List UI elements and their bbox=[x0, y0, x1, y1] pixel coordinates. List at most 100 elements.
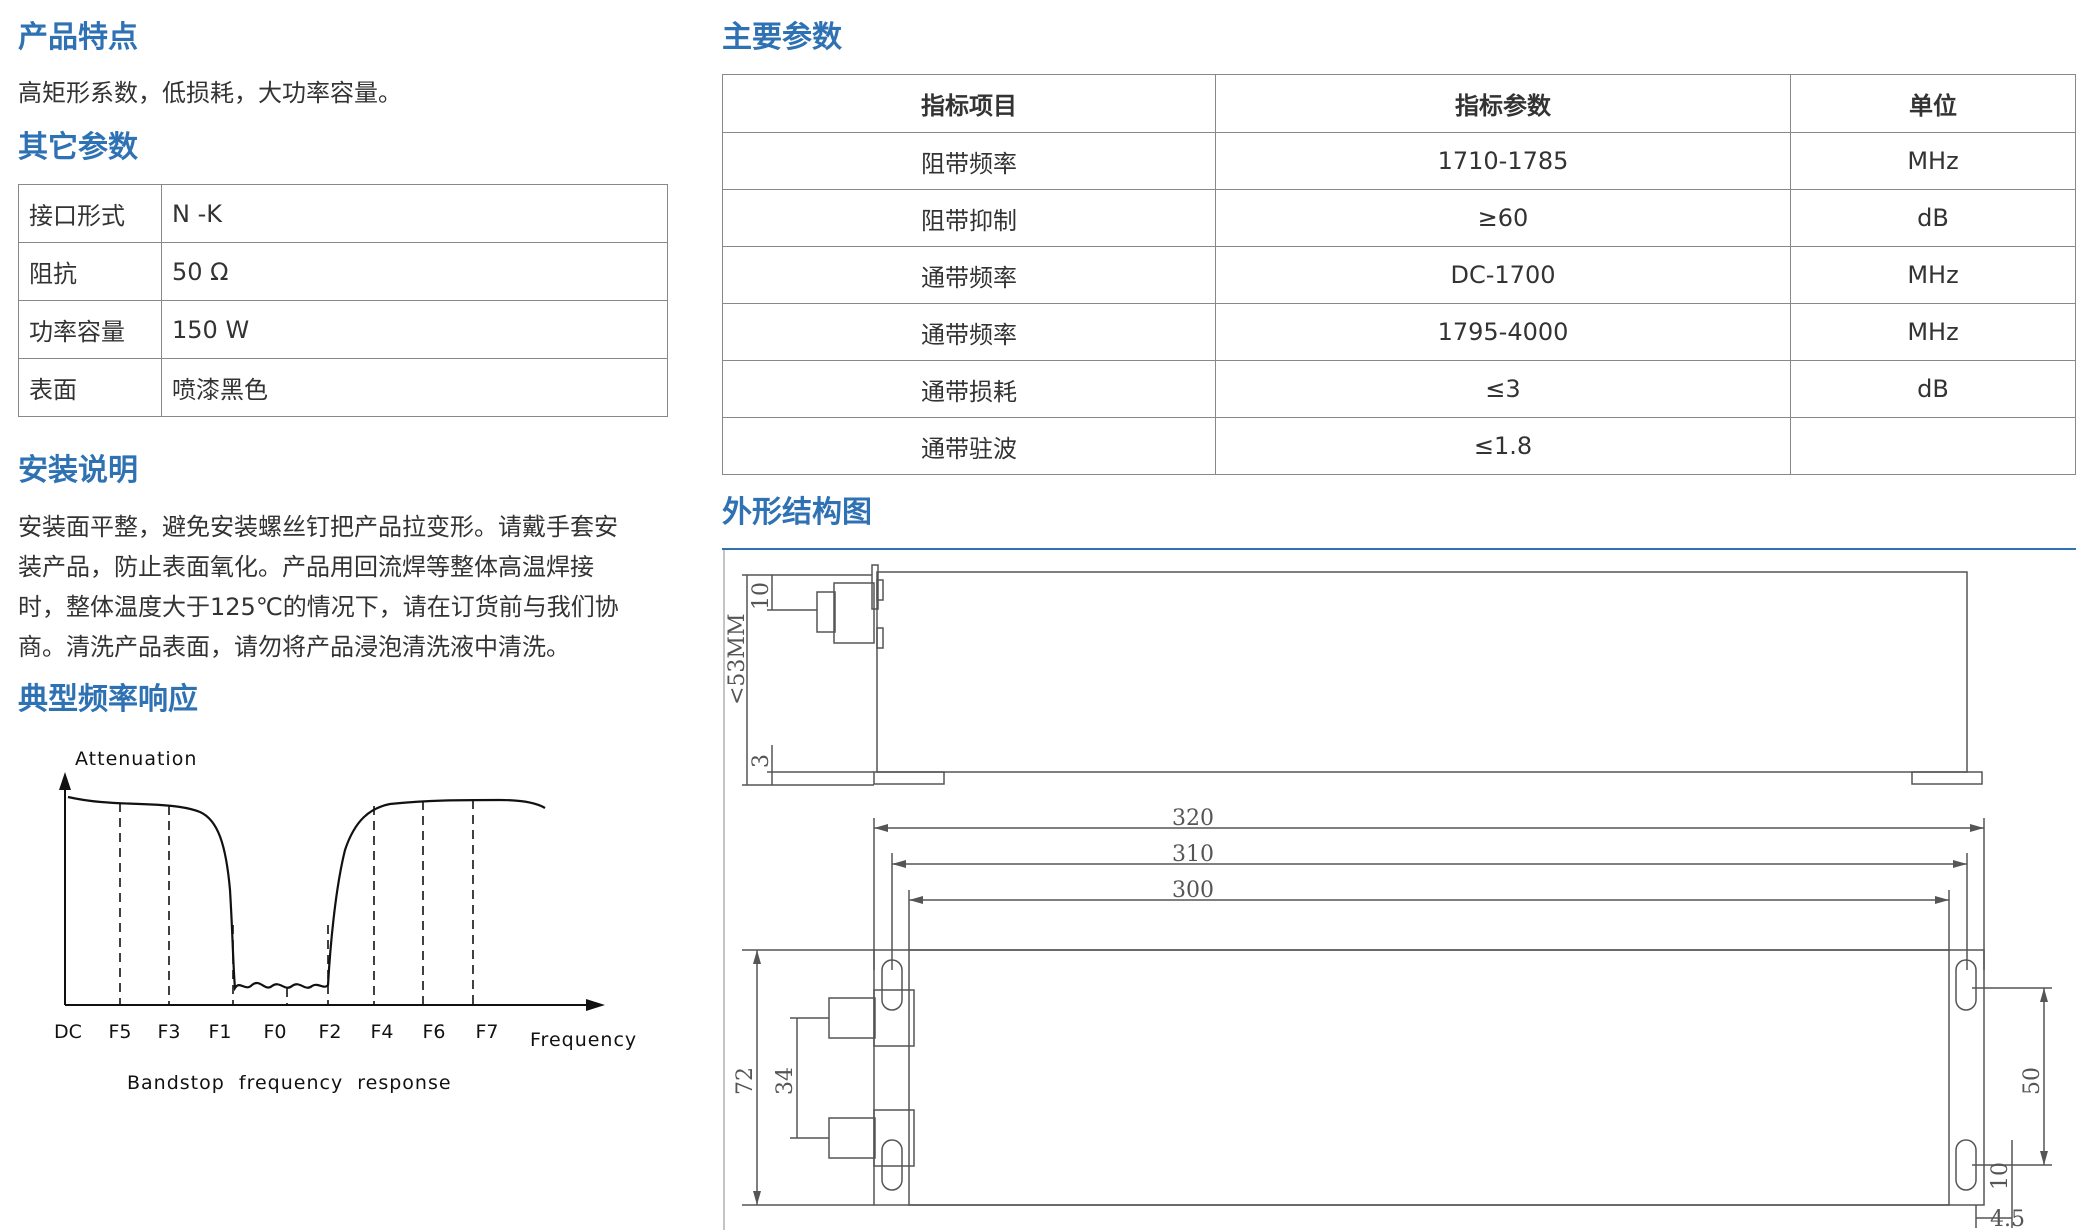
table-cell: DC-1700 bbox=[1215, 246, 1791, 304]
connector-body bbox=[873, 1109, 915, 1167]
side-connector-tip bbox=[816, 591, 836, 633]
mount-slot bbox=[881, 1139, 903, 1191]
table-row: 表面 喷漆黑色 bbox=[18, 358, 668, 417]
response-heading: 典型频率响应 bbox=[18, 682, 198, 717]
side-foot-right bbox=[1911, 771, 1983, 785]
dim-label-310: 310 bbox=[1172, 842, 1214, 867]
y-axis-label: Attenuation bbox=[75, 748, 197, 770]
bandstop-response-diagram: Attenuation DC F5 F3 F1 F0 F2 F4 F6 F7 F… bbox=[54, 748, 637, 1094]
connector-body bbox=[873, 989, 915, 1047]
table-cell: ≥60 bbox=[1215, 189, 1791, 247]
table-cell: 阻带频率 bbox=[722, 132, 1216, 190]
param-value: 喷漆黑色 bbox=[161, 358, 668, 417]
mount-slot bbox=[1955, 959, 1977, 1011]
param-value: N -K bbox=[161, 184, 668, 243]
arrowhead bbox=[892, 860, 906, 868]
frequency-markers bbox=[119, 800, 474, 1005]
arrowhead bbox=[753, 950, 761, 964]
dim-label-height: <53MM bbox=[725, 614, 750, 705]
param-label: 阻抗 bbox=[18, 242, 162, 301]
install-line: 安装面平整，避免安装螺丝钉把产品拉变形。请戴手套安 bbox=[18, 513, 618, 541]
dim-label-10-bottom: 10 bbox=[1988, 1162, 2013, 1190]
tick-label: F6 bbox=[422, 1021, 445, 1043]
arrowhead bbox=[909, 896, 923, 904]
arrowhead bbox=[1935, 896, 1949, 904]
table-row: 通带驻波 ≤1.8 bbox=[722, 417, 2076, 475]
table-row: 阻带抑制 ≥60 dB bbox=[722, 189, 2076, 247]
tick-label: DC bbox=[54, 1021, 82, 1043]
tick-label: F4 bbox=[370, 1021, 393, 1043]
tick-label: F7 bbox=[475, 1021, 498, 1043]
table-cell: ≤1.8 bbox=[1215, 417, 1791, 475]
table-cell: 通带损耗 bbox=[722, 360, 1216, 418]
table-cell: 1710-1785 bbox=[1215, 132, 1791, 190]
dim-label-10-top: 10 bbox=[749, 582, 774, 610]
dim-label-34: 34 bbox=[773, 1067, 798, 1095]
response-curve bbox=[67, 795, 546, 992]
dim-label-3: 3 bbox=[749, 754, 774, 768]
table-cell: MHz bbox=[1790, 132, 2076, 190]
param-label: 表面 bbox=[18, 358, 162, 417]
param-label: 功率容量 bbox=[18, 300, 162, 359]
table-cell: dB bbox=[1790, 360, 2076, 418]
table-row: 阻抗 50 Ω bbox=[18, 242, 668, 301]
install-line: 时，整体温度大于125℃的情况下，请在订货前与我们协 bbox=[18, 593, 619, 621]
dim-label-300: 300 bbox=[1172, 878, 1214, 903]
table-row: 功率容量 150 W bbox=[18, 300, 668, 359]
table-cell: ≤3 bbox=[1215, 360, 1791, 418]
table-cell: 通带频率 bbox=[722, 303, 1216, 361]
other-params-heading: 其它参数 bbox=[18, 130, 138, 165]
main-params-table: 指标项目 指标参数 单位 阻带频率 1710-1785 MHz 阻带抑制 ≥60… bbox=[722, 74, 2076, 475]
side-connector bbox=[833, 582, 875, 644]
install-line: 商。清洗产品表面，请勿将产品浸泡清洗液中清洗。 bbox=[18, 633, 570, 661]
arrowhead bbox=[2040, 988, 2048, 1002]
arrowhead bbox=[1953, 860, 1967, 868]
side-foot-left bbox=[873, 771, 945, 785]
table-cell: 1795-4000 bbox=[1215, 303, 1791, 361]
table-cell: 通带驻波 bbox=[722, 417, 1216, 475]
table-row: 通带损耗 ≤3 dB bbox=[722, 360, 2076, 418]
main-params-heading: 主要参数 bbox=[722, 20, 842, 55]
dim-label-320: 320 bbox=[1172, 806, 1214, 831]
top-view-body bbox=[908, 949, 1950, 1206]
table-row: 通带频率 DC-1700 MHz bbox=[722, 246, 2076, 304]
connector-nut bbox=[876, 579, 884, 601]
outline-drawing: 320 310 300 4.5 10 <53MM 3 72 34 50 10 bbox=[723, 550, 2052, 1230]
outline-divider bbox=[722, 548, 2076, 550]
side-flange bbox=[871, 564, 879, 610]
column-header: 指标项目 bbox=[722, 74, 1216, 133]
dim-label-4-5: 4.5 bbox=[1990, 1207, 2025, 1230]
tick-label: F1 bbox=[208, 1021, 231, 1043]
y-axis-arrow bbox=[59, 772, 71, 790]
features-heading: 产品特点 bbox=[18, 20, 138, 55]
column-header: 指标参数 bbox=[1215, 74, 1791, 133]
arrowhead bbox=[753, 1191, 761, 1205]
install-line: 装产品，防止表面氧化。产品用回流焊等整体高温焊接 bbox=[18, 553, 594, 581]
table-cell: MHz bbox=[1790, 303, 2076, 361]
features-text: 高矩形系数，低损耗，大功率容量。 bbox=[18, 79, 402, 107]
table-header-row: 指标项目 指标参数 单位 bbox=[722, 74, 2076, 133]
dim-label-72: 72 bbox=[733, 1067, 758, 1095]
table-cell: 阻带抑制 bbox=[722, 189, 1216, 247]
arrowhead bbox=[1970, 824, 1984, 832]
table-cell bbox=[1790, 417, 2076, 475]
side-view-body bbox=[876, 571, 1968, 773]
param-value: 150 W bbox=[161, 300, 668, 359]
top-view-flange bbox=[873, 949, 1985, 1206]
x-axis-label: Frequency bbox=[530, 1029, 637, 1051]
column-header: 单位 bbox=[1790, 74, 2076, 133]
tick-label: F2 bbox=[318, 1021, 341, 1043]
tick-label: F0 bbox=[263, 1021, 286, 1043]
connector-nut bbox=[876, 627, 884, 649]
connector-tip bbox=[828, 997, 876, 1039]
other-params-table: 接口形式 N -K 阻抗 50 Ω 功率容量 150 W 表面 喷漆黑色 bbox=[18, 184, 668, 417]
table-row: 接口形式 N -K bbox=[18, 184, 668, 243]
table-row: 阻带频率 1710-1785 MHz bbox=[722, 132, 2076, 190]
table-cell: dB bbox=[1790, 189, 2076, 247]
param-value: 50 Ω bbox=[161, 242, 668, 301]
table-cell: MHz bbox=[1790, 246, 2076, 304]
table-cell: 通带频率 bbox=[722, 246, 1216, 304]
arrowhead bbox=[874, 824, 888, 832]
install-heading: 安装说明 bbox=[18, 453, 138, 488]
tick-label: F3 bbox=[157, 1021, 180, 1043]
